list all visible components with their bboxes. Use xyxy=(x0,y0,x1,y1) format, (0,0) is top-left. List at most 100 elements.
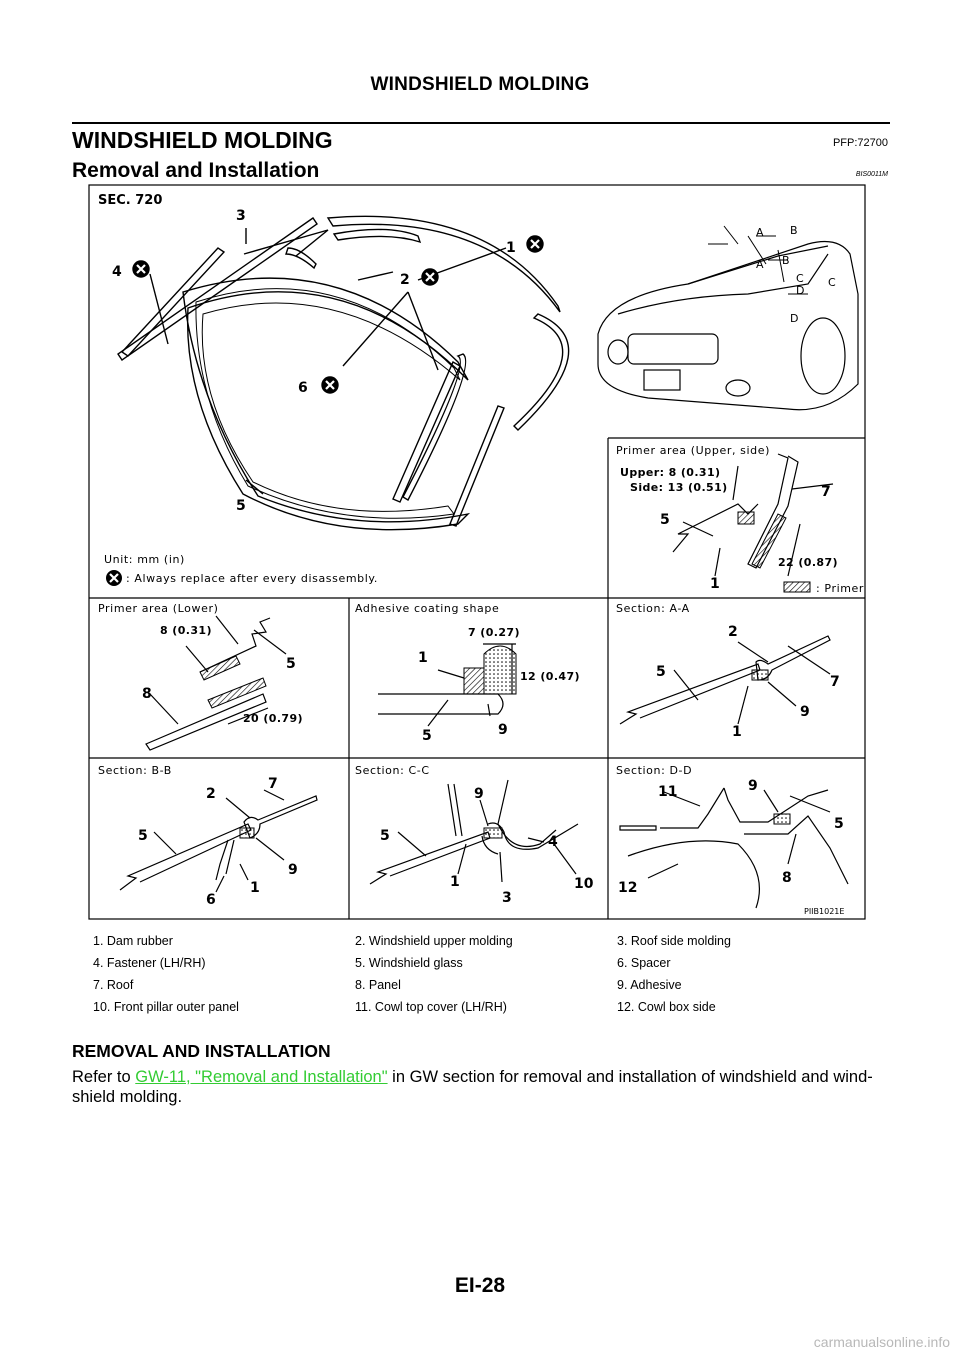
callout-6: 6 xyxy=(298,380,308,396)
legend-row: 4. Fastener (LH/RH) 5. Windshield glass … xyxy=(88,956,866,978)
dim-width: 22 (0.87) xyxy=(778,556,838,569)
callout-12: 12 xyxy=(618,880,637,896)
callout-1: 1 xyxy=(710,576,720,592)
replace-icon xyxy=(525,234,545,254)
callout-5: 5 xyxy=(656,664,666,680)
panel-section-dd: Section: D-D 11 9 5 8 12 xyxy=(616,764,849,909)
parts-legend: 1. Dam rubber 2. Windshield upper moldin… xyxy=(88,934,866,1022)
gw-11-link[interactable]: GW-11, "Removal and Installation" xyxy=(135,1068,388,1086)
figure-frame xyxy=(88,184,866,920)
car-mark-d: D xyxy=(796,284,804,297)
legend-item: 2. Windshield upper molding xyxy=(355,934,513,948)
callout-5: 5 xyxy=(660,512,670,528)
callout-2: 2 xyxy=(400,272,410,288)
legend-row: 7. Roof 8. Panel 9. Adhesive xyxy=(88,978,866,1000)
unit-note: Unit: mm (in) xyxy=(104,553,185,566)
dim-side: Side: 13 (0.51) xyxy=(630,481,728,494)
panel-title: Adhesive coating shape xyxy=(355,602,499,615)
callout-9: 9 xyxy=(498,722,508,738)
replace-note: : Always replace after every disassembly… xyxy=(126,572,378,585)
callout-7: 7 xyxy=(830,674,840,690)
dim-top: 8 (0.31) xyxy=(160,624,212,637)
legend-item: 8. Panel xyxy=(355,978,401,992)
callout-11: 11 xyxy=(658,784,677,800)
sec-label: SEC. 720 xyxy=(98,193,162,208)
car-mark-d: D xyxy=(790,312,798,325)
callout-6: 6 xyxy=(206,892,216,908)
callout-5: 5 xyxy=(236,498,246,514)
legend-item: 7. Roof xyxy=(93,978,134,992)
running-header: WINDSHIELD MOLDING xyxy=(370,74,590,95)
dim-bottom: 20 (0.79) xyxy=(243,712,303,725)
car-mark-a: A xyxy=(756,226,764,239)
legend-item: 5. Windshield glass xyxy=(355,956,463,970)
callout-8: 8 xyxy=(782,870,792,886)
subsection-code: BIS0011M xyxy=(855,171,888,178)
procedure-text: Refer to GW-11, "Removal and Installatio… xyxy=(72,1067,892,1107)
callout-1: 1 xyxy=(732,724,742,740)
legend-item: 9. Adhesive xyxy=(617,978,682,992)
panel-title: Primer area (Lower) xyxy=(98,602,218,615)
callout-4: 4 xyxy=(112,264,122,280)
panel-adhesive-shape: Adhesive coating shape 7 (0.27) 12 (0.47… xyxy=(355,602,580,744)
callout-4: 4 xyxy=(548,834,558,850)
panel-section-cc: Section: C-C 9 5 4 1 10 3 xyxy=(355,764,594,906)
section-title: WINDSHIELD MOLDING xyxy=(72,127,333,153)
panel-title: Section: D-D xyxy=(616,764,692,777)
figure-code: PIIB1021E xyxy=(804,907,844,916)
panel-primer-upper-side: Primer area (Upper, side) Upper: 8 (0.31… xyxy=(616,444,864,595)
panel-primer-lower: Primer area (Lower) 8 (0.31) 20 (0.79) 5… xyxy=(98,602,303,751)
subsection-title: Removal and Installation xyxy=(72,159,320,182)
watermark: carmanualsonline.info xyxy=(813,1334,950,1350)
legend-item: 11. Cowl top cover (LH/RH) xyxy=(355,1000,507,1014)
panel-section-aa: Section: A-A 2 5 7 9 1 xyxy=(616,602,840,740)
legend-item: 4. Fastener (LH/RH) xyxy=(93,956,206,970)
replace-icon xyxy=(131,259,151,279)
legend-item: 10. Front pillar outer panel xyxy=(93,1000,239,1014)
legend-row: 1. Dam rubber 2. Windshield upper moldin… xyxy=(88,934,866,956)
callout-2: 2 xyxy=(728,624,738,640)
car-mark-c: C xyxy=(828,276,836,289)
callout-3: 3 xyxy=(236,208,246,224)
callout-1: 1 xyxy=(418,650,428,666)
legend-item: 3. Roof side molding xyxy=(617,934,731,948)
callout-7: 7 xyxy=(268,776,278,792)
callout-7: 7 xyxy=(821,484,831,500)
callout-5: 5 xyxy=(834,816,844,832)
callout-9: 9 xyxy=(800,704,810,720)
car-mark-b: B xyxy=(790,224,798,237)
replace-icon xyxy=(104,568,124,588)
panel-title: Section: C-C xyxy=(355,764,430,777)
panel-title: Section: A-A xyxy=(616,602,690,615)
callout-5: 5 xyxy=(380,828,390,844)
replace-icon xyxy=(320,375,340,395)
panel-section-bb: Section: B-B 2 7 5 9 1 6 xyxy=(98,764,318,908)
car-mark-c: C xyxy=(796,272,804,285)
callout-1: 1 xyxy=(450,874,460,890)
car-mark-b: B xyxy=(782,254,790,267)
main-exploded-view: SEC. 720 3 4 1 2 6 5 xyxy=(98,193,570,531)
callout-3: 3 xyxy=(502,890,512,906)
callout-5: 5 xyxy=(138,828,148,844)
callout-1: 1 xyxy=(506,240,516,256)
part-code: PFP:72700 xyxy=(832,137,888,149)
callout-2: 2 xyxy=(206,786,216,802)
panel-title: Primer area (Upper, side) xyxy=(616,444,770,457)
header-rule xyxy=(72,122,890,124)
callout-5: 5 xyxy=(286,656,296,672)
dim-height: 12 (0.47) xyxy=(520,670,580,683)
dim-upper: Upper: 8 (0.31) xyxy=(620,466,720,479)
dim-width: 7 (0.27) xyxy=(468,626,520,639)
legend-item: 12. Cowl box side xyxy=(617,1000,716,1014)
callout-1: 1 xyxy=(250,880,260,896)
windshield-molding-figure: SEC. 720 3 4 1 2 6 5 xyxy=(88,184,866,920)
callout-10: 10 xyxy=(574,876,594,892)
replace-icon xyxy=(420,267,440,287)
callout-5: 5 xyxy=(422,728,432,744)
callout-9: 9 xyxy=(288,862,298,878)
legend-row: 10. Front pillar outer panel 11. Cowl to… xyxy=(88,1000,866,1022)
primer-legend: : Primer xyxy=(816,582,864,595)
legend-item: 1. Dam rubber xyxy=(93,934,173,948)
page-number: EI-28 xyxy=(454,1274,506,1297)
car-overview: A B A B C C D D xyxy=(597,224,859,411)
